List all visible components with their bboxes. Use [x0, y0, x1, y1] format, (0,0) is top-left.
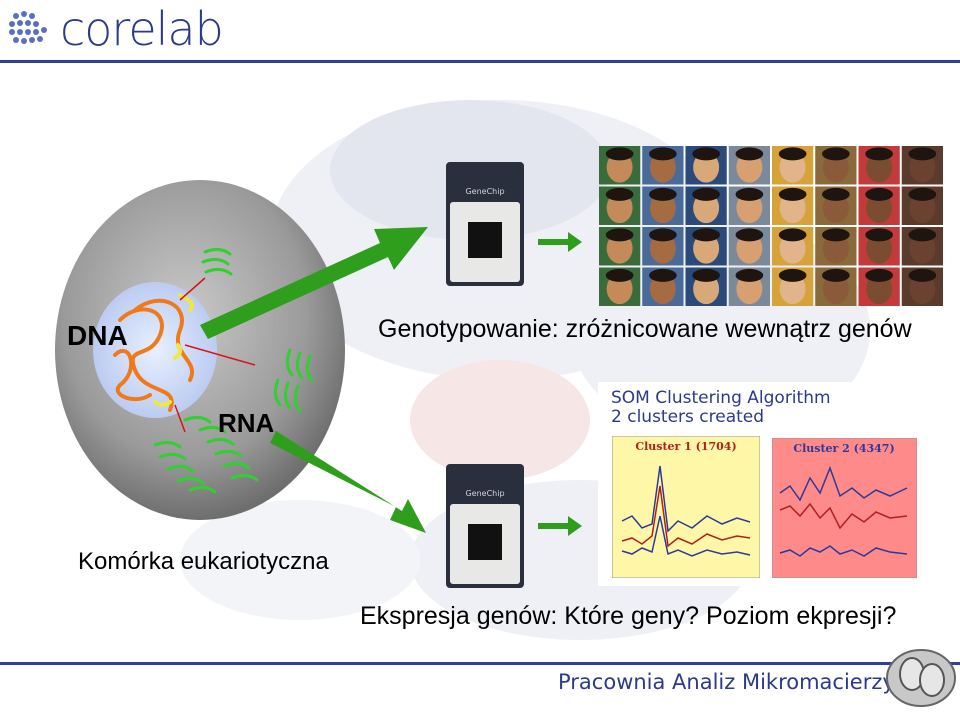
face-photo	[901, 146, 943, 185]
cluster-2-label: Cluster 2 (4347)	[793, 442, 894, 455]
face-photo	[901, 267, 943, 306]
face-photo	[642, 146, 684, 185]
face-photo	[815, 186, 857, 225]
dna-label: DNA	[67, 320, 128, 351]
arrow-to-expression	[270, 431, 426, 533]
chip-brand-text: GeneChip	[465, 187, 504, 196]
cluster-1-label: Cluster 1 (1704)	[635, 440, 736, 453]
expression-caption: Ekspresja genów: Które geny? Poziom ekpr…	[360, 602, 897, 630]
footer-divider	[0, 662, 960, 665]
lab-logo-icon	[886, 649, 956, 707]
footer-title: Pracownia Analiz Mikromacierzy	[558, 670, 895, 694]
face-photo	[599, 267, 641, 306]
face-photo	[772, 186, 814, 225]
face-photo	[599, 227, 641, 266]
dna-strands	[113, 298, 194, 412]
face-photo	[685, 146, 727, 185]
eukaryotic-cell-diagram	[55, 180, 345, 520]
face-photo	[815, 267, 857, 306]
face-photo	[728, 146, 770, 185]
green-arrows	[200, 227, 428, 533]
face-photo	[901, 186, 943, 225]
rna-strands	[153, 247, 314, 494]
face-photo	[642, 267, 684, 306]
face-photo	[599, 146, 641, 185]
corelab-logo-text: corelab	[60, 2, 224, 56]
face-photo	[685, 267, 727, 306]
face-photo	[599, 186, 641, 225]
face-photo	[728, 186, 770, 225]
chip-brand-text-2: GeneChip	[465, 489, 504, 498]
face-photo	[858, 186, 900, 225]
cell-caption: Komórka eukariotyczna	[78, 548, 329, 575]
som-title: SOM Clustering Algorithm	[611, 388, 831, 408]
genechip-bottom: GeneChip	[446, 464, 524, 588]
som-subtitle: 2 clusters created	[611, 407, 765, 427]
arrow-to-genotyping	[200, 227, 428, 339]
face-photo	[685, 186, 727, 225]
face-photo	[901, 227, 943, 266]
rna-label: RNA	[218, 408, 275, 438]
cluster-1-plot: Cluster 1 (1704)	[612, 436, 760, 578]
face-photo	[685, 227, 727, 266]
face-photo	[642, 227, 684, 266]
face-photo	[858, 227, 900, 266]
face-photo	[858, 267, 900, 306]
face-photo	[728, 227, 770, 266]
face-photo	[815, 227, 857, 266]
face-photo	[642, 186, 684, 225]
face-photo	[815, 146, 857, 185]
small-arrow-top	[538, 232, 582, 252]
cluster-2-plot: Cluster 2 (4347)	[772, 438, 917, 578]
genotyping-caption: Genotypowanie: zróżnicowane wewnątrz gen…	[378, 315, 912, 343]
corelab-logo-icon	[9, 11, 47, 44]
face-photo	[858, 146, 900, 185]
header-divider	[0, 60, 960, 63]
face-photo	[772, 146, 814, 185]
faces-grid-image	[599, 146, 943, 306]
small-arrow-bottom	[538, 516, 582, 536]
genechip-top: GeneChip	[446, 162, 524, 286]
face-photo	[772, 227, 814, 266]
face-photo	[772, 267, 814, 306]
face-photo	[728, 267, 770, 306]
